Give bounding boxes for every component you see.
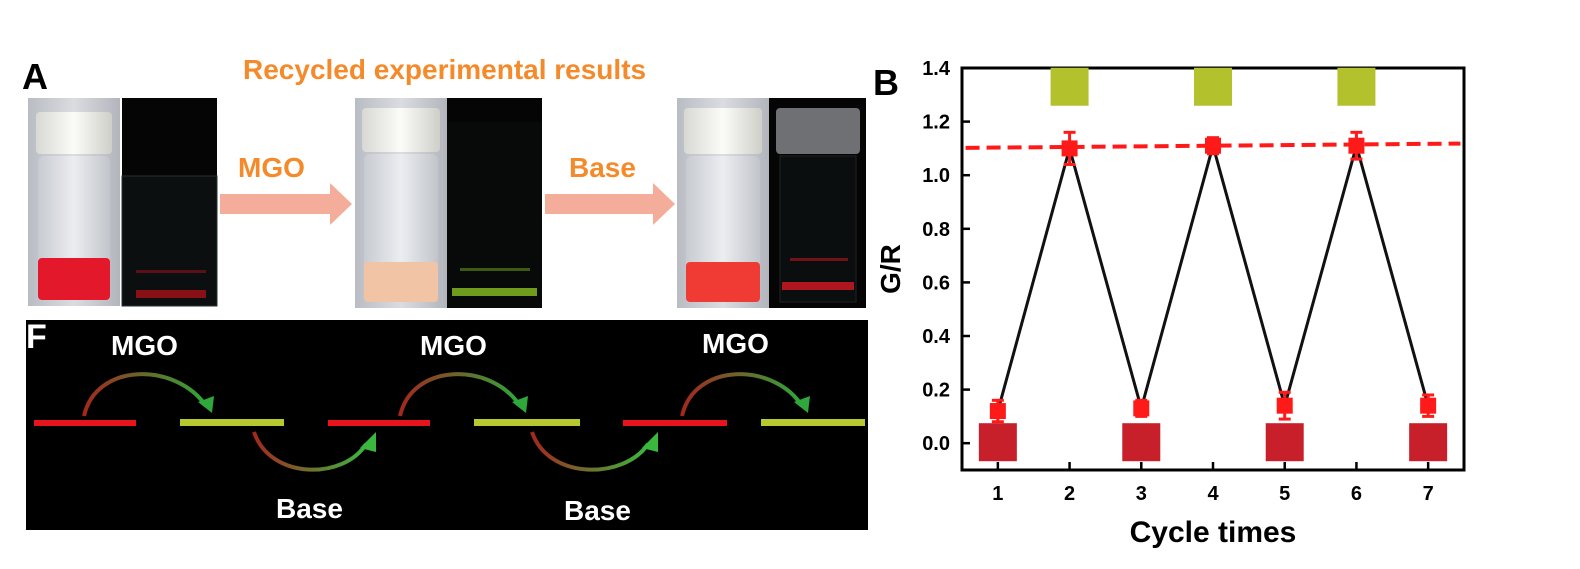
panel-a-title: Recycled experimental results — [243, 54, 647, 85]
fluorescence-photo-3 — [769, 98, 866, 308]
f-label-base-2: Base — [564, 495, 631, 526]
data-point — [1061, 140, 1078, 157]
curve-mgo-1 — [82, 372, 208, 417]
strip-green-3 — [761, 419, 865, 426]
y-tick-label: 0.8 — [922, 219, 950, 241]
panel-f-scheme — [34, 372, 865, 472]
green-swatch — [1337, 67, 1376, 106]
red-swatch — [1122, 423, 1161, 462]
f-label-mgo-1: MGO — [111, 330, 178, 361]
data-point — [989, 403, 1006, 420]
f-label-mgo-3: MGO — [702, 328, 769, 359]
fluorescence-photo-1 — [121, 98, 218, 307]
red-swatch — [978, 423, 1017, 462]
panel-a-photos — [28, 98, 866, 308]
strip-red-1 — [34, 420, 136, 426]
curve-base-2 — [530, 431, 650, 472]
green-swatch — [1194, 67, 1232, 106]
arrowhead-mgo-1 — [198, 396, 214, 413]
curve-base-1 — [252, 431, 368, 472]
panel-b-letter: B — [873, 62, 899, 103]
x-axis-label: Cycle times — [1130, 516, 1297, 549]
arrowhead-mgo-2 — [512, 396, 528, 413]
x-tick-label: 4 — [1207, 483, 1219, 505]
x-tick-label: 3 — [1136, 483, 1147, 505]
panel-a-letter: A — [22, 56, 48, 97]
vial-photo-3 — [677, 98, 769, 308]
panel-f-background — [26, 320, 868, 530]
curve-mgo-3 — [680, 372, 804, 417]
data-point — [1133, 400, 1150, 417]
x-tick-label: 7 — [1423, 483, 1434, 505]
arrowhead-base-2 — [642, 432, 658, 452]
y-tick-label: 0.2 — [922, 380, 950, 402]
y-tick-label: 0.6 — [922, 272, 950, 294]
red-swatch — [1265, 423, 1304, 462]
panel-f-letter: F — [26, 318, 47, 356]
y-tick-label: 0.4 — [922, 326, 951, 348]
y-tick-label: 1.4 — [922, 58, 951, 80]
data-point — [1276, 397, 1293, 414]
strip-green-2 — [474, 419, 580, 426]
vial-photo-2 — [355, 98, 447, 308]
x-tick-label: 2 — [1064, 483, 1075, 505]
arrowhead-mgo-3 — [794, 396, 810, 413]
fluorescence-photo-2 — [447, 98, 542, 308]
x-tick-label: 6 — [1351, 483, 1362, 505]
strip-red-2 — [328, 420, 430, 426]
data-point — [1205, 137, 1221, 154]
y-axis-label: G/R — [875, 244, 906, 294]
arrow-mgo — [220, 183, 352, 225]
green-swatch — [1050, 67, 1089, 106]
strip-green-1 — [180, 419, 284, 426]
y-tick-label: 1.2 — [922, 112, 950, 134]
strip-red-3 — [623, 420, 727, 426]
reference-dashed-line — [965, 141, 1461, 150]
curve-mgo-2 — [398, 372, 522, 417]
arrow-mgo-label: MGO — [238, 152, 305, 183]
y-tick-label: 0.0 — [922, 433, 950, 455]
red-swatch — [1409, 423, 1448, 462]
y-tick-label: 1.0 — [922, 165, 950, 187]
arrow-base — [545, 183, 675, 225]
x-tick-label: 5 — [1279, 483, 1290, 505]
cycle-chart: 0.0 0.2 0.4 0.6 0.8 1.0 1.2 1.4 1 2 3 4 5 6 7 G/R Cycl… — [875, 58, 1466, 549]
x-tick-label: 1 — [992, 483, 1003, 505]
arrow-base-label: Base — [569, 152, 636, 183]
vial-photo-1 — [28, 98, 120, 306]
f-label-mgo-2: MGO — [420, 330, 487, 361]
series-line — [996, 140, 1430, 415]
data-point — [1348, 137, 1365, 154]
f-label-base-1: Base — [276, 493, 343, 524]
arrowhead-base-1 — [360, 432, 376, 452]
data-point — [1420, 397, 1437, 414]
